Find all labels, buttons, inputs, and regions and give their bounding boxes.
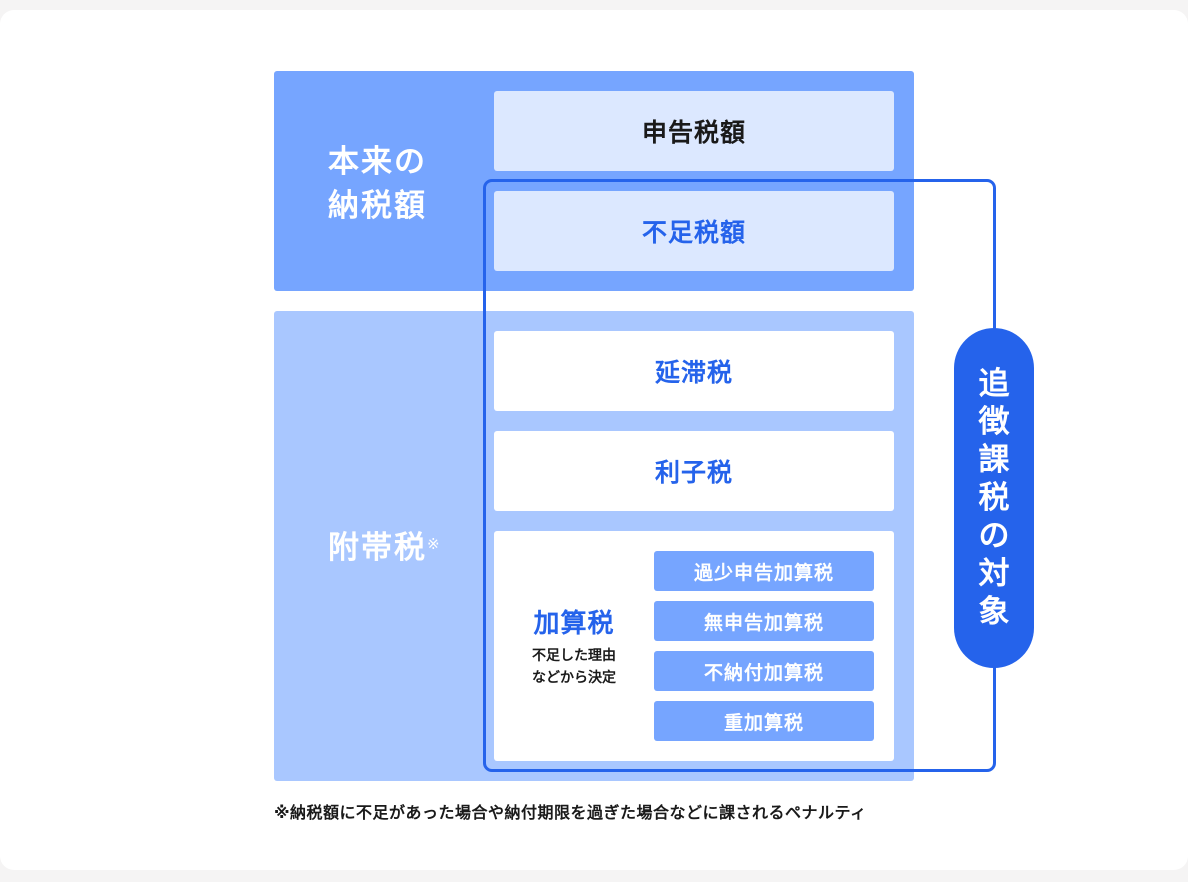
honrai-label-line2: 納税額 — [328, 188, 427, 224]
funofu-kasanzei-pill: 不納付加算税 — [654, 651, 874, 691]
footnote: ※納税額に不足があった場合や納付期限を過ぎた場合などに課されるペナルティ — [274, 803, 867, 822]
tsuicho-kazei-outline — [483, 179, 996, 772]
tsuicho-kazei-label: 追徴課税の対象 — [978, 366, 1010, 630]
entaizei-label: 延滞税 — [654, 358, 733, 387]
kasanzei-subtitle-line1: 不足した理由 — [532, 648, 616, 664]
kasho-shinkoku-kasanzei-label: 過少申告加算税 — [693, 561, 834, 584]
ju-kasanzei-pill: 重加算税 — [654, 701, 874, 741]
futaizei-note-mark: ※ — [427, 535, 440, 553]
kasanzei-subtitle: 不足した理由 などから決定 — [506, 645, 642, 689]
futaizei-label-text: 附帯税 — [328, 530, 427, 566]
ju-kasanzei-label: 重加算税 — [723, 711, 804, 734]
fusoku-zeigaku-box: 不足税額 — [494, 191, 894, 271]
rishizei-box: 利子税 — [494, 431, 894, 511]
fusoku-zeigaku-label: 不足税額 — [641, 218, 746, 247]
rishizei-label: 利子税 — [654, 458, 733, 487]
mu-shinkoku-kasanzei-label: 無申告加算税 — [703, 611, 824, 634]
kasanzei-subtitle-line2: などから決定 — [532, 670, 616, 686]
tsuicho-kazei-badge: 追徴課税の対象 — [954, 328, 1034, 668]
kasho-shinkoku-kasanzei-pill: 過少申告加算税 — [654, 551, 874, 591]
shinkoku-zeigaku-box: 申告税額 — [494, 91, 894, 171]
entaizei-box: 延滞税 — [494, 331, 894, 411]
funofu-kasanzei-label: 不納付加算税 — [703, 661, 824, 684]
shinkoku-zeigaku-label: 申告税額 — [641, 118, 746, 147]
honrai-nozeigaku-label: 本来の 納税額 — [328, 140, 468, 228]
honrai-label-line1: 本来の — [328, 144, 427, 180]
kasanzei-title: 加算税 — [533, 609, 615, 639]
mu-shinkoku-kasanzei-pill: 無申告加算税 — [654, 601, 874, 641]
futaizei-label: 附帯税※ — [328, 526, 488, 570]
